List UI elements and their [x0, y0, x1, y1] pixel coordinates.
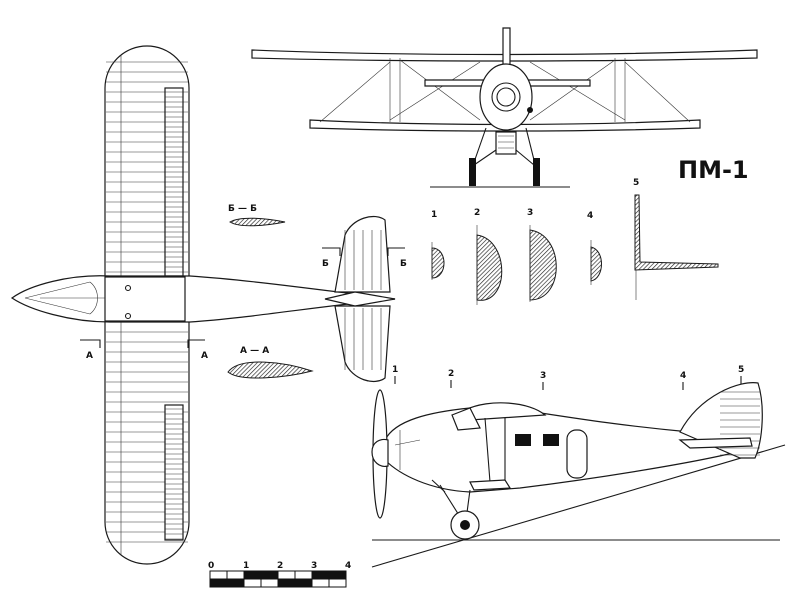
wheel-left-front	[469, 158, 476, 186]
scale-cell	[311, 570, 330, 580]
scale-cell	[277, 578, 296, 588]
cross-section-label-1: 1	[431, 210, 437, 220]
scale-cell	[209, 578, 228, 588]
scale-cell	[328, 570, 347, 580]
front-view	[251, 27, 758, 188]
scale-tick-2: 2	[277, 561, 283, 571]
section-marker-a: А А	[80, 339, 208, 361]
cross-section-label-4: 4	[587, 211, 593, 221]
top-view-tailplane	[324, 215, 396, 383]
scale-cell	[260, 578, 279, 588]
windshield	[451, 407, 481, 431]
scale-cell	[243, 578, 262, 588]
station-label-1: 1	[392, 365, 398, 375]
section-label-bb: Б — Б	[228, 204, 257, 214]
station-label-3: 3	[540, 371, 546, 381]
side-view: 1 2 3 4 5	[371, 365, 786, 568]
section-label-aa: А — А	[240, 346, 269, 356]
side-stations: 1 2 3 4 5	[392, 365, 744, 390]
airfoil-section-aa: А — А	[227, 346, 314, 379]
section-marker-b: Б Б	[322, 247, 407, 269]
scale-cell	[328, 578, 347, 588]
scale-cell	[311, 578, 330, 588]
airfoil-section-bb: Б — Б	[228, 204, 286, 227]
scale-tick-4: 4	[345, 561, 351, 571]
section-label-a-left: А	[86, 351, 93, 361]
scale-cell	[209, 570, 228, 580]
scale-bar: 0 1 2 3 4	[208, 561, 351, 588]
scale-cell	[277, 570, 296, 580]
cross-section-label-3: 3	[527, 208, 533, 218]
wheel-right-front	[533, 158, 540, 186]
scale-cell	[226, 578, 245, 588]
scale-cell	[294, 578, 313, 588]
scale-cell	[226, 570, 245, 580]
section-label-a-right: А	[201, 351, 208, 361]
station-label-2: 2	[448, 369, 454, 379]
spinner	[371, 438, 389, 467]
scale-cell	[294, 570, 313, 580]
scale-tick-1: 1	[243, 561, 249, 571]
cross-section-label-2: 2	[474, 208, 480, 218]
fuselage-front	[479, 63, 533, 131]
station-label-5: 5	[738, 365, 744, 375]
top-view: А А Б Б	[10, 45, 407, 565]
scale-tick-0: 0	[208, 561, 214, 571]
cross-section-label-5: 5	[633, 178, 639, 188]
scale-tick-3: 3	[311, 561, 317, 571]
aileron-bottom	[164, 404, 184, 541]
aircraft-title: ПМ-1	[678, 156, 749, 184]
scale-cell	[243, 570, 262, 580]
fuselage-cross-sections: 1 2 3 4 5	[431, 178, 719, 305]
section-label-b-right: Б	[400, 259, 407, 269]
scale-cell	[260, 570, 279, 580]
wing-root-side	[464, 402, 547, 421]
station-label-4: 4	[680, 371, 686, 381]
section-label-b-left: Б	[322, 259, 329, 269]
